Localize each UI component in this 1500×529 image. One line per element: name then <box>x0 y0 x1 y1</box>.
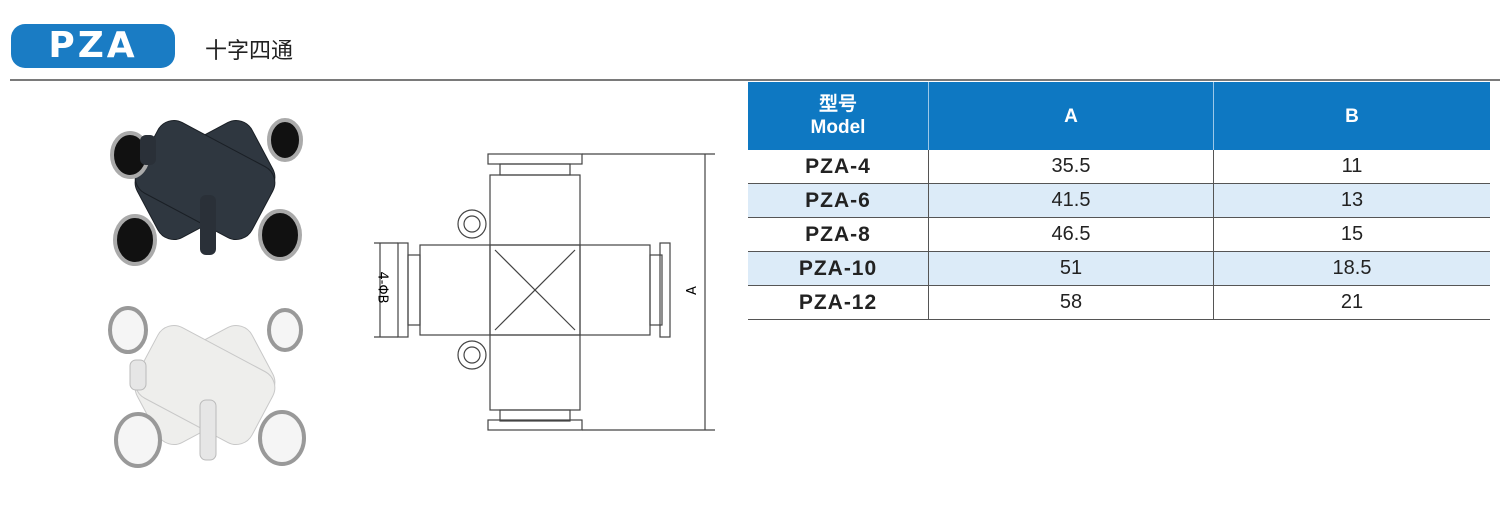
technical-drawing <box>374 153 715 431</box>
cell-b: 18.5 <box>1213 251 1490 286</box>
cell-a: 41.5 <box>928 183 1214 218</box>
cell-model: PZA-12 <box>748 285 929 320</box>
cell-model: PZA-10 <box>748 251 929 286</box>
cell-model: PZA-6 <box>748 183 929 218</box>
cell-a: 46.5 <box>928 217 1214 252</box>
black-fitting-photo <box>110 118 303 266</box>
cell-b: 15 <box>1213 217 1490 252</box>
cell-model: PZA-4 <box>748 150 929 184</box>
header-b: B <box>1213 82 1490 150</box>
series-badge: PZA <box>11 24 175 68</box>
cell-a: 35.5 <box>928 150 1214 184</box>
product-title: 十字四通 <box>205 39 294 64</box>
dimension-a-label: A <box>684 286 700 295</box>
cell-b: 13 <box>1213 183 1490 218</box>
white-fitting-photo <box>108 306 306 468</box>
header-model-en: Model <box>810 117 866 138</box>
cell-b: 21 <box>1213 285 1490 320</box>
cell-b: 11 <box>1213 150 1490 184</box>
divider <box>10 79 1500 81</box>
header-a: A <box>928 82 1214 150</box>
cell-a: 58 <box>928 285 1214 320</box>
header-model-cn: 型号 <box>818 94 857 115</box>
dimension-b-label: 4-ΦB <box>374 271 390 304</box>
cell-a: 51 <box>928 251 1214 286</box>
cell-model: PZA-8 <box>748 217 929 252</box>
